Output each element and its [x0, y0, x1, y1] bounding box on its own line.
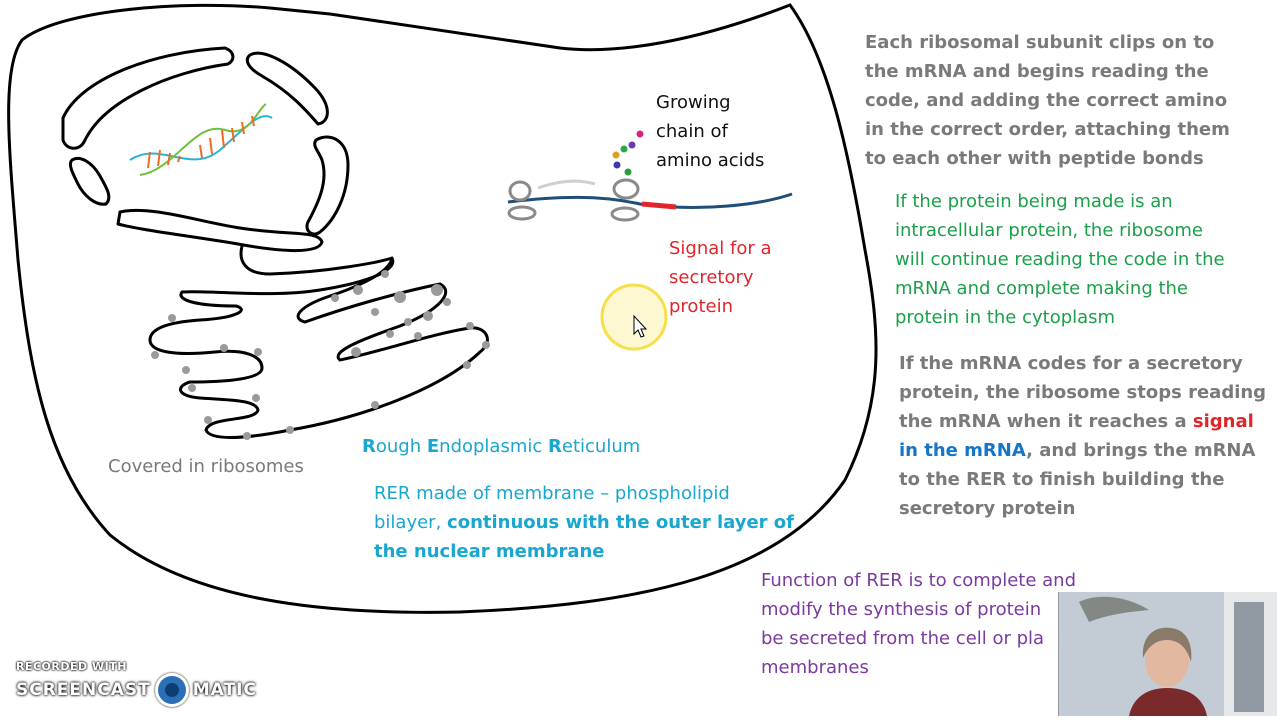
- intracellular-note: If the protein being made is an intracel…: [895, 191, 1225, 328]
- ribosome-right: [610, 178, 640, 222]
- recorded-with-label: RECORDED WITH: [16, 660, 127, 673]
- covered-in-ribosomes-label: Covered in ribosomes: [108, 456, 304, 477]
- growing-chain-label: Growing chain of amino acids: [656, 92, 765, 171]
- brand-left: SCREENCAST: [16, 680, 151, 700]
- ribosome-left: [507, 180, 537, 221]
- cell-membrane: [7, 3, 878, 614]
- faded-chain-trace: [537, 179, 596, 190]
- signal-label: Signal for a secretory protein: [669, 238, 772, 317]
- rer-ribosomes: [151, 270, 490, 440]
- mrna-strand: [507, 192, 793, 209]
- mrna-signal-segment: [641, 201, 677, 210]
- webcam-overlay: [1058, 592, 1277, 716]
- mouse-cursor-icon: [633, 314, 648, 338]
- screencast-watermark: RECORDED WITH SCREENCAST MATIC: [16, 660, 257, 707]
- rer-title: Rough Endoplasmic Reticulum: [362, 436, 641, 457]
- secretory-note: If the mRNA codes for a secretory protei…: [899, 353, 1267, 519]
- nuclear-envelope: [61, 46, 350, 252]
- rer-membrane-note: RER made of membrane – phospholipid bila…: [374, 483, 795, 562]
- rough-er: [148, 244, 489, 439]
- screencast-logo-icon: [154, 673, 189, 707]
- amino-acid-chain: [612, 130, 644, 176]
- ribosome-reading-note: Each ribosomal subunit clips on to the m…: [865, 32, 1230, 169]
- rer-function-note: Function of RER is to complete and modif…: [761, 570, 1077, 678]
- presenter-image: [1059, 592, 1277, 716]
- brand-right: MATIC: [192, 680, 257, 700]
- dna-helix: [129, 103, 273, 176]
